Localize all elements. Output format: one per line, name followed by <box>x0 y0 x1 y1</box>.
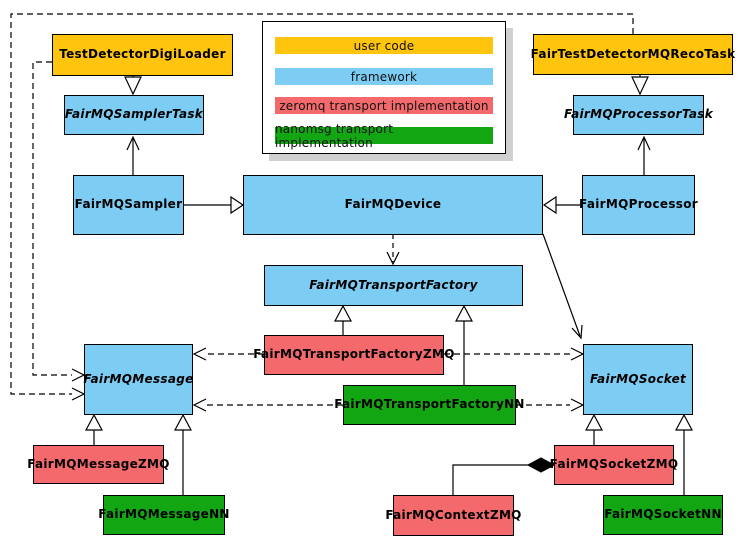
dashed-dependency-digiloader-to-message <box>32 61 72 376</box>
arrow-sampler-samplertask <box>126 135 140 175</box>
arrow-processor-processortask <box>637 135 651 175</box>
legend-label: nanomsg transport implementation <box>275 121 394 150</box>
dashed-tfnn-message <box>192 398 343 412</box>
inheritance-sampler-device <box>184 195 245 215</box>
node-fairmqprocessortask: FairMQProcessorTask <box>564 95 713 135</box>
dashed-arrowhead-message-upper-left <box>71 368 86 382</box>
dashed-dependency-device-transportfactory <box>386 234 400 266</box>
node-fairmqsamplertask: FairMQSamplerTask <box>64 95 204 135</box>
legend-item-zeromq: zeromq transport implementation <box>275 97 493 114</box>
node-fairmqprocessor: FairMQProcessor <box>579 175 698 235</box>
arrow-device-socket <box>542 233 583 340</box>
node-fairmqsocket: FairMQSocket <box>583 344 693 415</box>
dashed-arrowhead-message-lower-left <box>71 387 86 401</box>
node-fairmqtransportfactorynn: FairMQTransportFactoryNN <box>334 385 524 425</box>
inheritance-tfnn-transportfactory <box>455 304 473 385</box>
inheritance-processor-device <box>542 195 582 215</box>
inheritance-socketnn-socket <box>675 413 693 495</box>
inheritance-digiloader-samplertask <box>124 76 142 96</box>
legend-item-user-code: user code <box>275 37 493 54</box>
node-fairmqmessagezmq: FairMQMessageZMQ <box>27 445 170 484</box>
legend-box: user code framework zeromq transport imp… <box>262 21 506 154</box>
dashed-tfnn-socket <box>516 398 585 412</box>
node-fairmqdevice: FairMQDevice <box>243 175 543 235</box>
legend-item-framework: framework <box>275 68 493 85</box>
node-fairmqsocketnn: FairMQSocketNN <box>603 495 723 535</box>
node-fairmqcontextzmq: FairMQContextZMQ <box>385 495 521 536</box>
dashed-dependency-recotask-to-message <box>10 13 634 395</box>
node-fairmqtransportfactory: FairMQTransportFactory <box>264 265 523 306</box>
inheritance-recotask-processortask <box>631 75 649 96</box>
node-fairmqsocketzmq: FairMQSocketZMQ <box>550 445 678 485</box>
node-fairmqtransportfactoryzmq: FairMQTransportFactoryZMQ <box>253 335 454 375</box>
legend-label: framework <box>350 69 418 84</box>
inheritance-socketzmq-socket <box>585 413 603 445</box>
inheritance-messagezmq-message <box>85 413 103 445</box>
composition-contextzmq-socketzmq <box>452 457 556 495</box>
inheritance-tfzmq-transportfactory <box>334 304 352 335</box>
inheritance-messagenn-message <box>174 413 192 495</box>
dashed-tfzmq-socket <box>444 347 585 361</box>
legend-item-nanomsg: nanomsg transport implementation <box>275 122 493 150</box>
legend-label: user code <box>353 38 415 53</box>
node-testdetectordigiloader: TestDetectorDigiLoader <box>52 34 233 76</box>
node-fairmqmessagenn: FairMQMessageNN <box>98 495 229 535</box>
node-fairmqmessage: FairMQMessage <box>83 344 193 415</box>
node-fairmqsampler: FairMQSampler <box>73 175 184 235</box>
node-fairtestdetectormqrecotask: FairTestDetectorMQRecoTask <box>531 34 735 75</box>
dashed-tfzmq-message <box>192 347 264 361</box>
legend-label: zeromq transport implementation <box>279 98 489 113</box>
